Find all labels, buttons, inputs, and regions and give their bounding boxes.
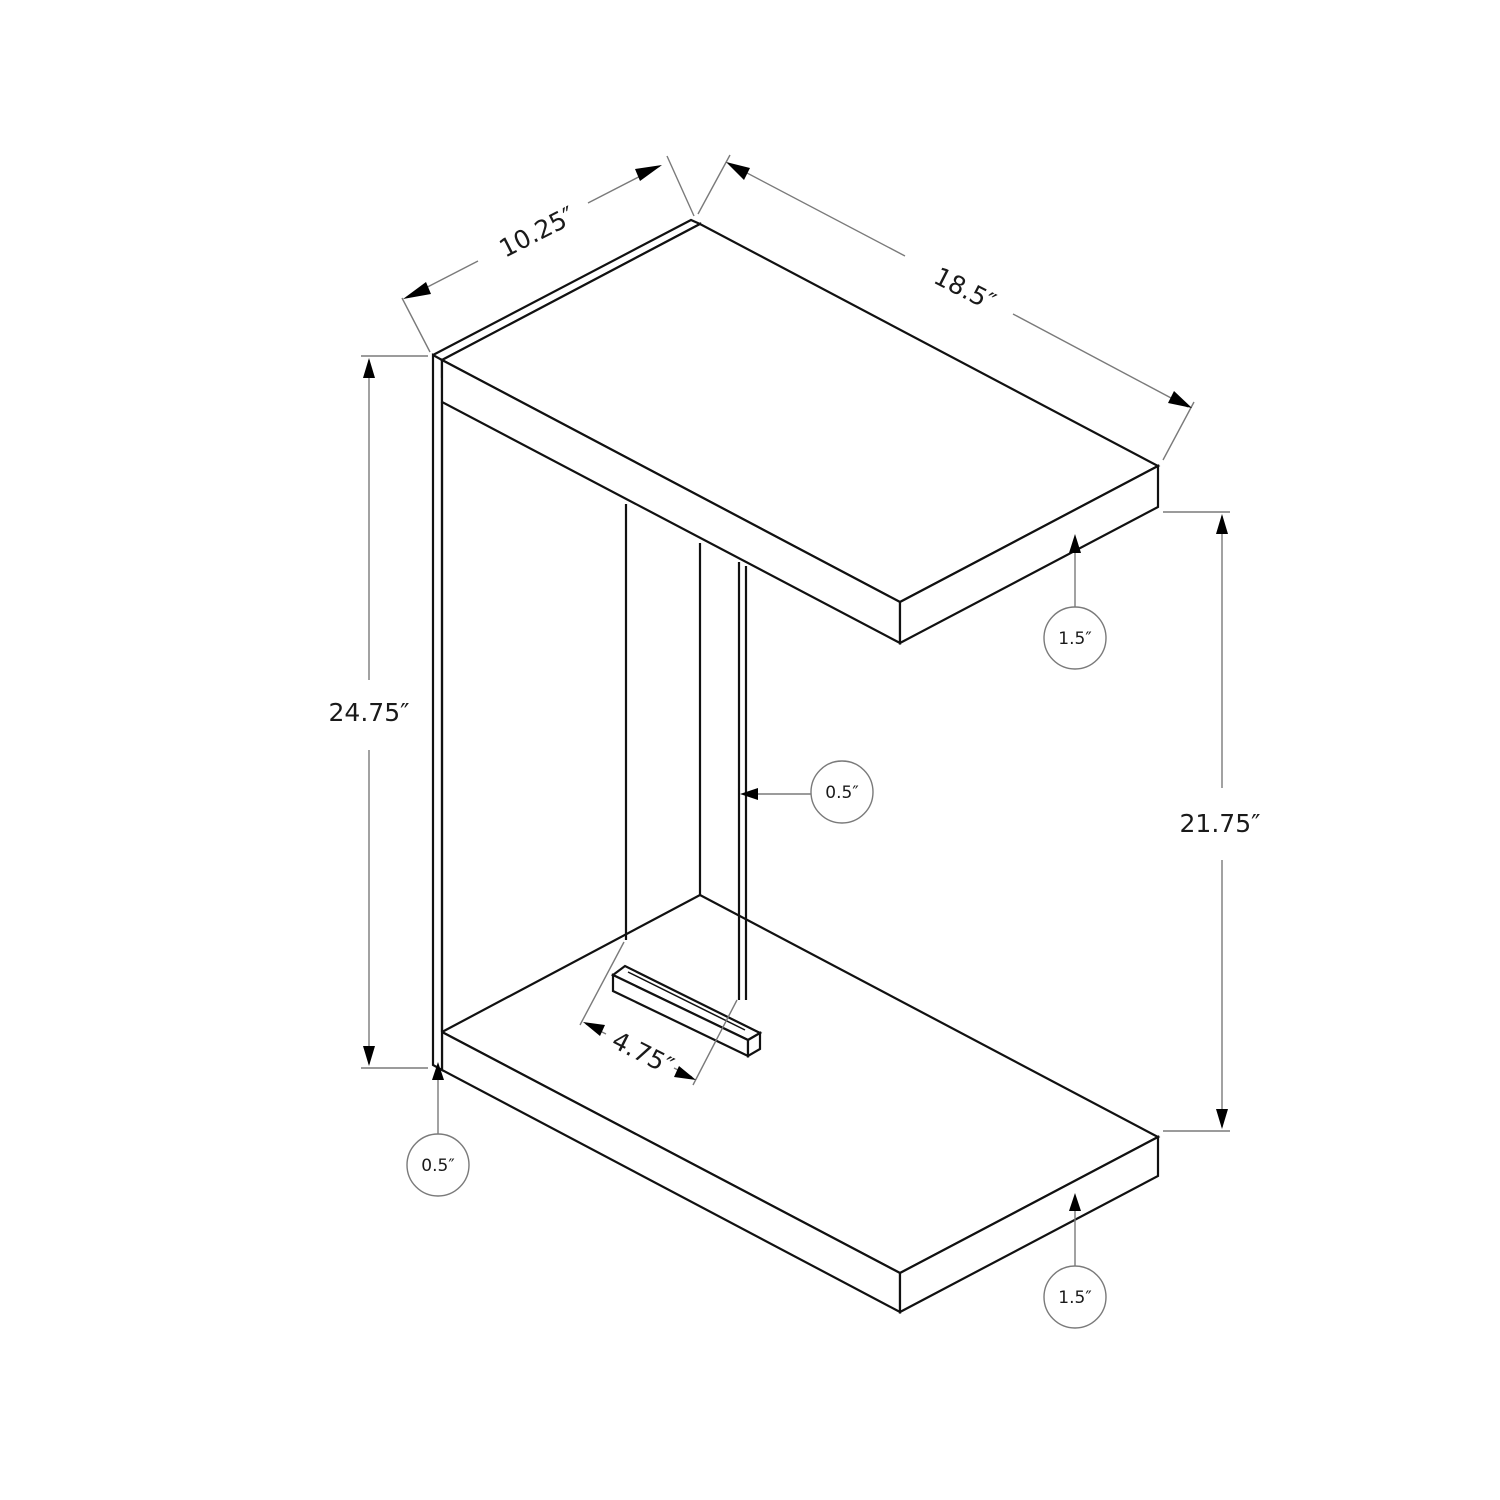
dimension-total-height: 24.75″	[329, 355, 428, 1069]
callout-base-thickness: 1.5″	[1043, 1193, 1107, 1329]
table-object	[431, 218, 1161, 1314]
side-panel-top-edge	[432, 218, 701, 356]
total-height-label: 24.75″	[329, 698, 410, 727]
base-end-face	[898, 1135, 1160, 1314]
callout-side-thickness: 0.5″	[406, 1062, 470, 1197]
callout-top-thickness: 1.5″	[1043, 534, 1107, 670]
panel-thickness-label: 0.5″	[825, 783, 858, 803]
clearance-height-label: 21.75″	[1180, 809, 1261, 838]
base-thickness-label: 1.5″	[1058, 1288, 1091, 1308]
depth-label: 10.25″	[495, 201, 580, 264]
slot-block-end	[746, 1031, 762, 1058]
slot-groove	[627, 971, 746, 1031]
width-label: 18.5″	[929, 262, 1000, 317]
side-thickness-label: 0.5″	[421, 1156, 454, 1176]
top-slab-end-face	[898, 464, 1160, 645]
top-thickness-label: 1.5″	[1058, 629, 1091, 649]
side-panel-front	[431, 353, 444, 1072]
callout-panel-thickness: 0.5″	[740, 760, 874, 824]
dimension-clearance-height: 21.75″	[1163, 511, 1261, 1132]
